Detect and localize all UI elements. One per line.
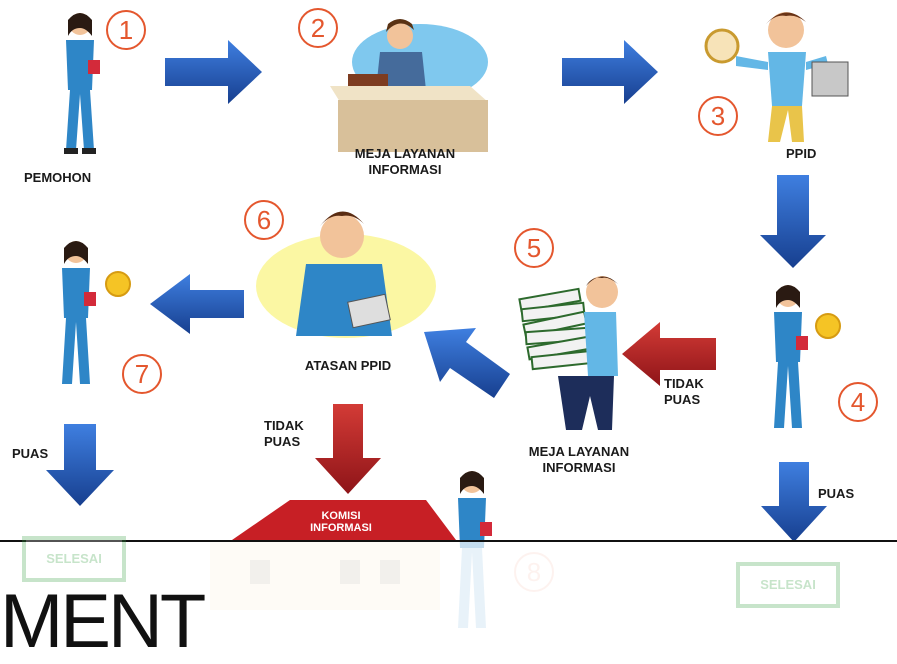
arrow-3-to-4 xyxy=(760,175,826,268)
arrow-6-to-komisi xyxy=(315,404,381,494)
arrow-1-to-2 xyxy=(165,40,262,104)
step4-figure xyxy=(774,285,841,428)
step-number-2: 2 xyxy=(298,8,338,48)
step-number-5: 5 xyxy=(514,228,554,268)
label-ppid: PPID xyxy=(786,146,817,161)
footer-overlay xyxy=(0,540,897,650)
step-number-3: 3 xyxy=(698,96,738,136)
label-atasan-ppid: ATASAN PPID xyxy=(304,358,392,373)
label-meja-layanan-5: MEJA LAYANAN INFORMASI xyxy=(528,444,630,475)
step-number-1: 1 xyxy=(106,10,146,50)
ppid-figure xyxy=(704,12,849,142)
arrow-5-to-6 xyxy=(424,328,510,398)
step-number-4: 4 xyxy=(838,382,878,422)
footer-heading: MENT xyxy=(0,579,206,664)
label-puas-right: PUAS xyxy=(818,486,855,501)
arrow-4-to-5 xyxy=(622,322,716,386)
komisi-roof-label: KOMISI INFORMASI xyxy=(310,510,372,534)
label-tidak-puas-center: TIDAK PUAS xyxy=(264,418,304,449)
label-meja-layanan-2: MEJA LAYANAN INFORMASI xyxy=(354,146,456,177)
selesai-box-right: SELESAI xyxy=(736,562,840,608)
meja-layanan-figure-2 xyxy=(330,19,488,152)
arrow-7-to-selesai xyxy=(46,424,114,506)
selesai-box-left: SELESAI xyxy=(22,536,126,582)
pemohon-figure xyxy=(64,13,100,154)
arrow-6-to-7 xyxy=(150,274,244,334)
atasan-ppid-figure xyxy=(256,211,436,338)
label-puas-left: PUAS xyxy=(12,446,49,461)
label-tidak-puas-right: TIDAK PUAS xyxy=(664,376,704,407)
step7-figure xyxy=(62,241,131,384)
step-number-6: 6 xyxy=(244,200,284,240)
label-pemohon: PEMOHON xyxy=(24,170,92,185)
step-number-7: 7 xyxy=(122,354,162,394)
arrow-2-to-3 xyxy=(562,40,658,104)
arrow-4-to-selesai xyxy=(761,462,827,542)
meja-layanan-figure-5 xyxy=(518,276,618,430)
